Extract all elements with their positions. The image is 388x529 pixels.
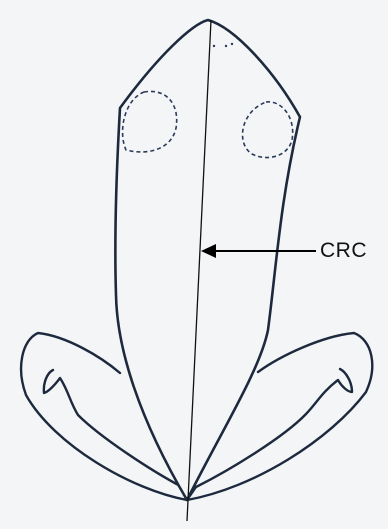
nostril-dot	[231, 43, 233, 45]
nostril-dot	[213, 45, 215, 47]
nostril-dot	[225, 45, 227, 47]
crc-label: CRC	[320, 239, 367, 263]
